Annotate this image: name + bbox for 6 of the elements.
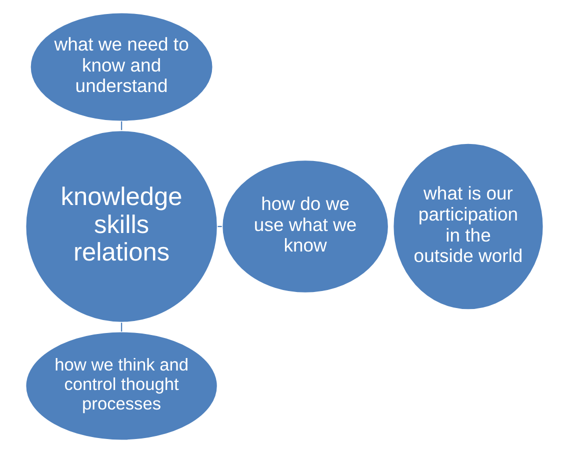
connector — [217, 226, 222, 228]
node-ellipse: how we think and control thought processes — [24, 331, 218, 441]
node-circle: what is our participation in the outside world — [392, 142, 544, 310]
node-circle: knowledge skills relations — [24, 130, 218, 323]
node-ellipse: what we need to know and understand — [29, 12, 213, 122]
node-ellipse: how do we use what we know — [221, 159, 389, 294]
